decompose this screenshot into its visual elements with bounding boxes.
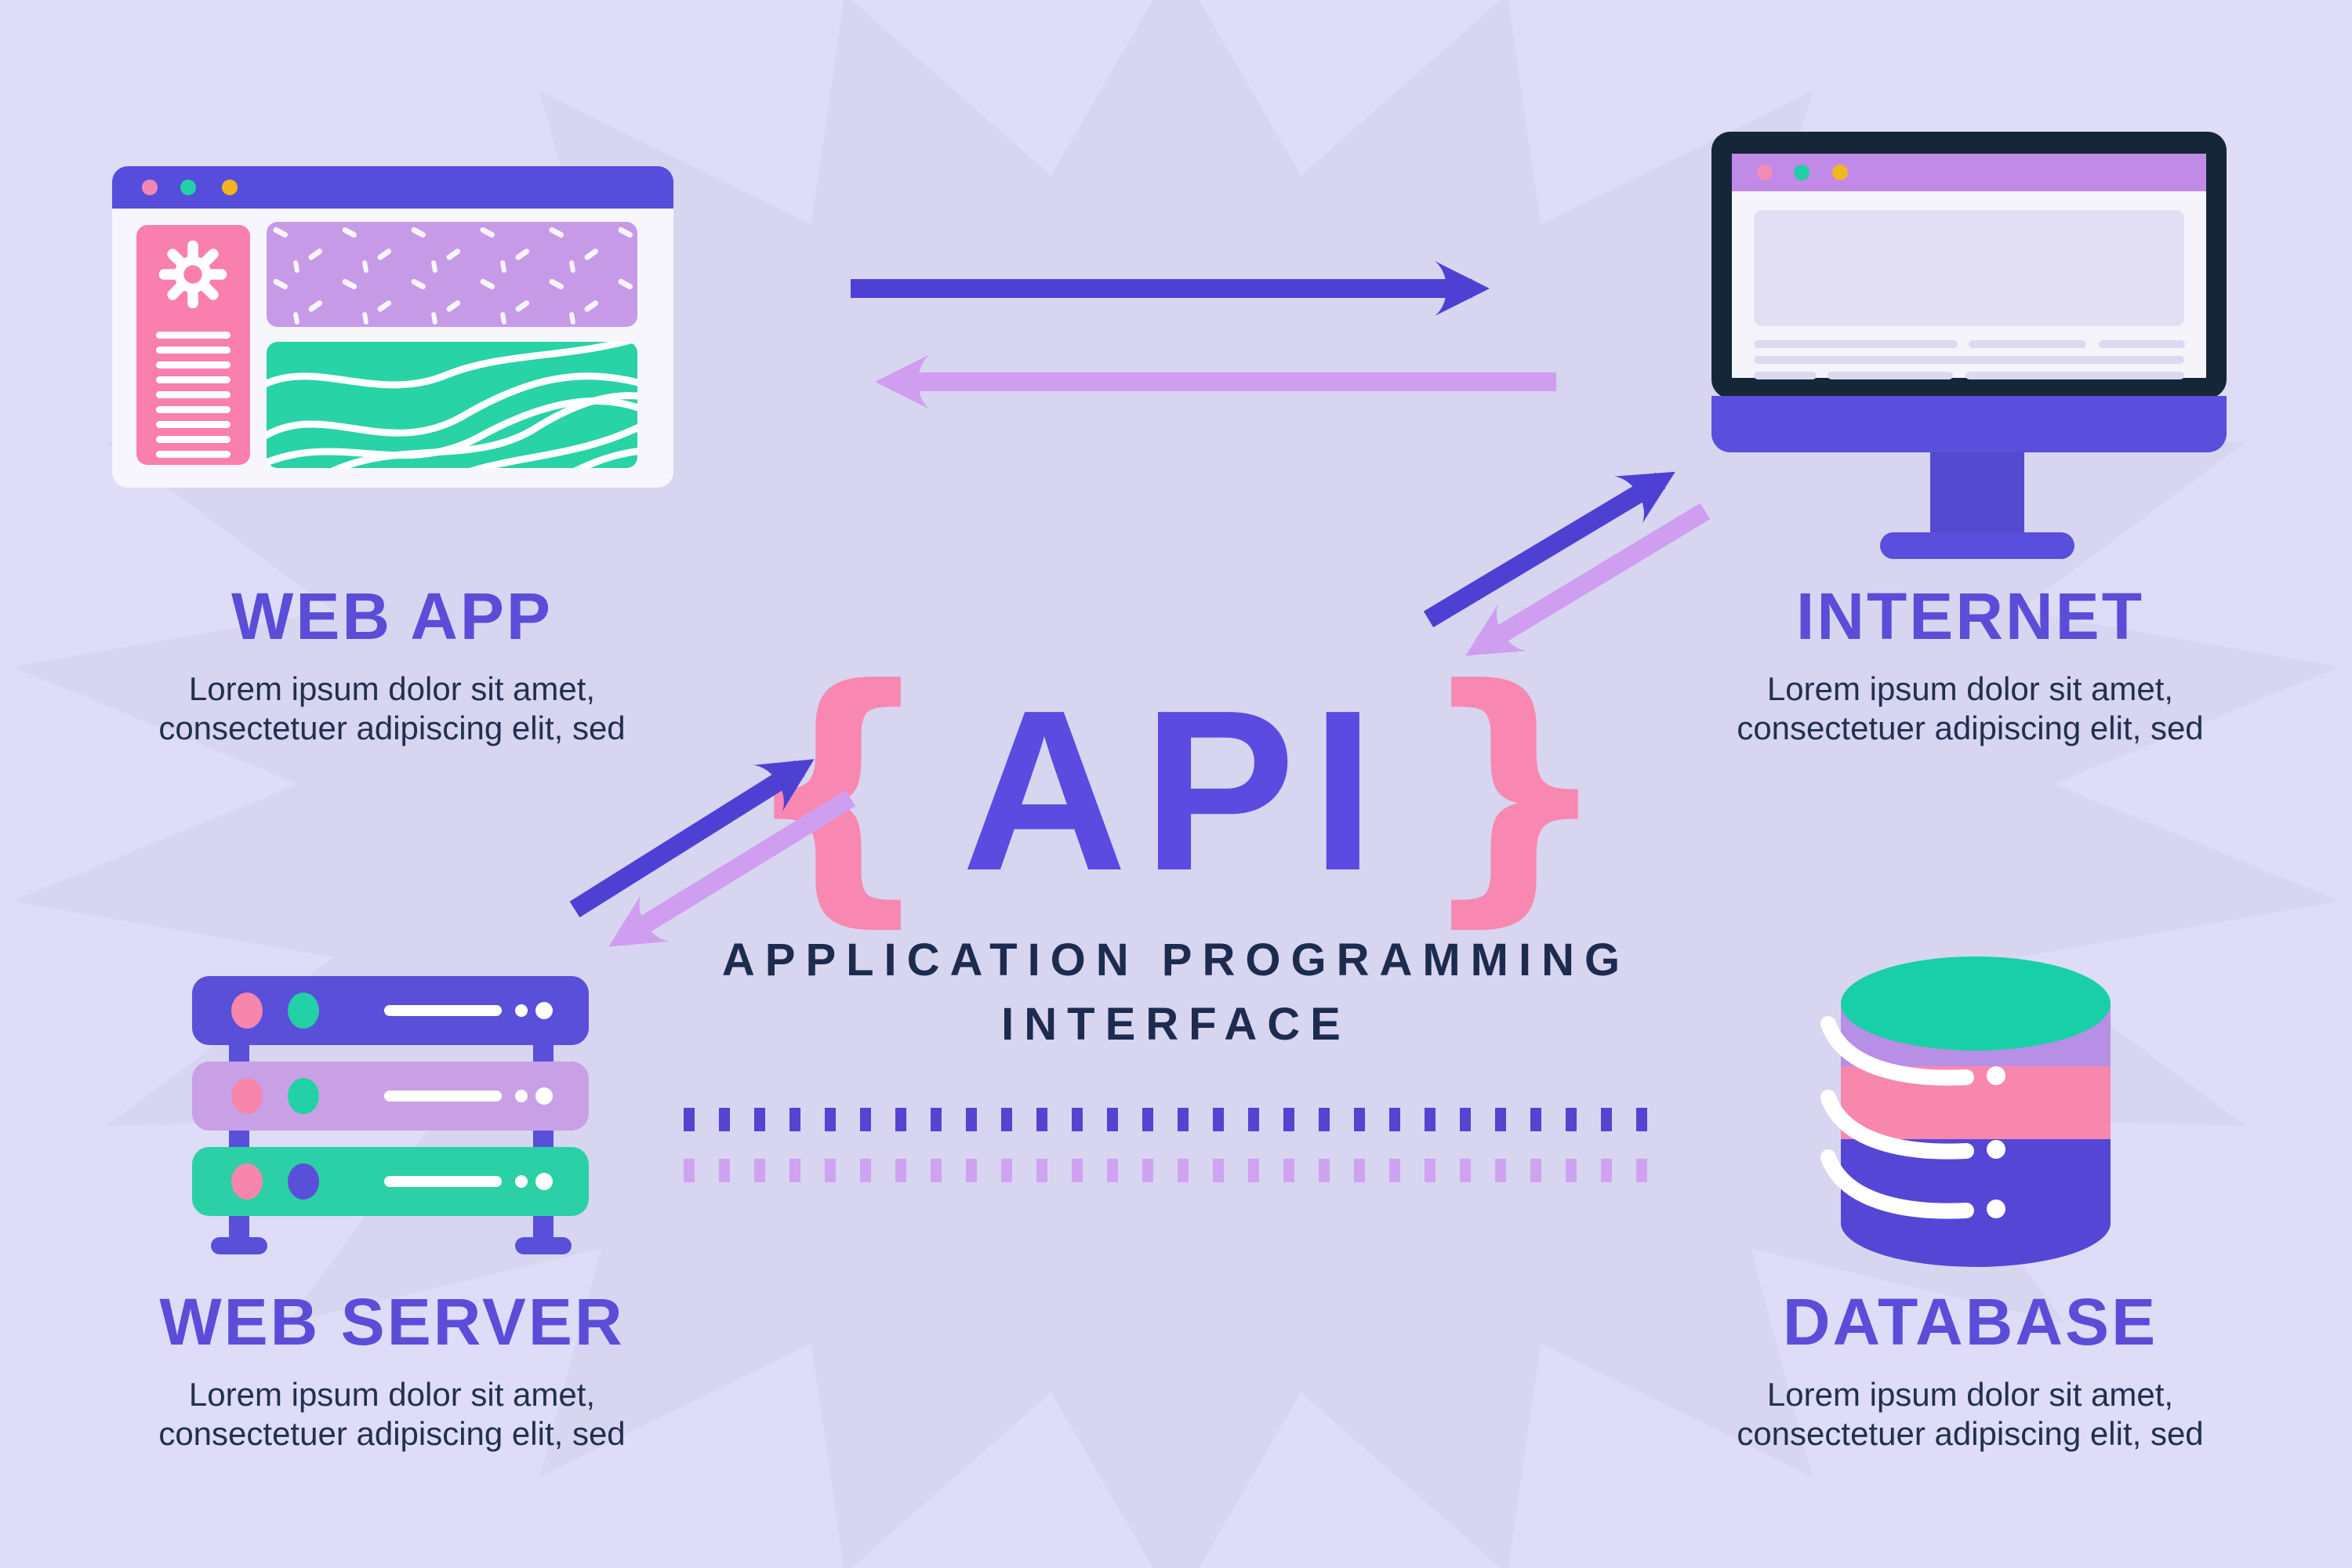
web-app-caption-line1: Lorem ipsum dolor sit amet,: [188, 670, 596, 708]
arrow-internet-to-api: [1465, 503, 1711, 656]
web-server-title: WEB SERVER: [159, 1285, 625, 1359]
monitor-text-line: [1969, 340, 2086, 348]
monitor-text-line: [1754, 340, 1958, 348]
web-server-caption-line1: Lorem ipsum dolor sit amet,: [188, 1376, 596, 1414]
api-title-group: { API }: [627, 649, 1725, 931]
rack-led-icon: [535, 1087, 553, 1105]
waves-panel: [267, 342, 637, 468]
monitor-screen: [1732, 154, 2206, 379]
arrow-api-to-internet: [1423, 471, 1675, 628]
rack-led-icon: [515, 1175, 528, 1188]
browser-titlebar: [112, 166, 673, 209]
monitor-text-line: [1754, 372, 1817, 379]
rack-led-icon: [535, 1002, 553, 1019]
web-app-label-block: WEB APP Lorem ipsum dolor sit amet, cons…: [110, 582, 674, 748]
api-subtitle-line2: INTERFACE: [1001, 999, 1351, 1050]
monitor-text-line: [1828, 372, 1953, 379]
web-app-illustration: [112, 166, 673, 488]
server-rack-unit-2: [192, 1062, 589, 1131]
api-subtitle-line1: APPLICATION PROGRAMMING: [721, 935, 1631, 985]
monitor-text-line: [2099, 340, 2185, 348]
monitor-titlebar: [1732, 154, 2206, 191]
database-title: DATABASE: [1782, 1285, 2158, 1359]
confetti-panel: [267, 222, 637, 327]
sidebar-line: [156, 406, 230, 413]
internet-caption: Lorem ipsum dolor sit amet, consectetuer…: [1693, 670, 2247, 748]
sidebar-line: [156, 421, 230, 428]
window-dot-pink-icon: [142, 180, 158, 195]
monitor-text-line: [1965, 372, 2184, 379]
rack-led-icon: [535, 1173, 553, 1190]
internet-label-block: INTERNET Lorem ipsum dolor sit amet, con…: [1693, 582, 2247, 748]
right-brace: }: [1417, 630, 1613, 950]
web-server-caption: Lorem ipsum dolor sit amet, consectetuer…: [110, 1375, 674, 1454]
rack-led-icon: [515, 1004, 528, 1017]
rack-dot-green-icon: [288, 1078, 319, 1114]
monitor-content-box: [1754, 210, 2184, 326]
web-app-title: WEB APP: [231, 579, 553, 653]
rack-dot-pink-icon: [231, 1078, 263, 1114]
arrow-api-to-webserver: [608, 789, 856, 947]
rack-dot-purple-icon: [288, 1163, 319, 1200]
rack-dot-pink-icon: [231, 1163, 263, 1200]
sidebar-line: [156, 361, 230, 368]
database-illustration: [1820, 956, 2111, 1267]
api-title: API: [961, 662, 1391, 918]
monitor-text-line: [1754, 356, 2184, 364]
monitor-stand-neck: [1930, 452, 2024, 537]
window-dot-green-icon: [1794, 165, 1809, 180]
rack-line: [384, 1005, 502, 1016]
sidebar-line: [156, 347, 230, 354]
gear-icon: [158, 239, 228, 310]
arrow-webserver-to-api: [569, 759, 815, 918]
internet-caption-line1: Lorem ipsum dolor sit amet,: [1766, 670, 2174, 708]
database-caption-line2: consectetuer adipiscing elit, sed: [1737, 1415, 2204, 1453]
web-server-label-block: WEB SERVER Lorem ipsum dolor sit amet, c…: [110, 1287, 674, 1454]
sidebar-line: [156, 376, 230, 383]
server-foot: [211, 1237, 267, 1254]
server-foot: [515, 1237, 572, 1254]
browser-sidebar: [136, 225, 250, 465]
rack-line: [384, 1176, 502, 1187]
internet-title: INTERNET: [1796, 579, 2144, 653]
web-app-caption: Lorem ipsum dolor sit amet, consectetuer…: [110, 670, 674, 748]
server-rack-unit-1: [192, 976, 589, 1045]
database-label-block: DATABASE Lorem ipsum dolor sit amet, con…: [1693, 1287, 2247, 1454]
rack-dot-green-icon: [288, 993, 319, 1029]
internet-monitor-illustration: [1711, 132, 2227, 398]
sidebar-line: [156, 436, 230, 443]
window-dot-green-icon: [180, 180, 196, 195]
internet-caption-line2: consectetuer adipiscing elit, sed: [1737, 710, 2204, 747]
rack-line: [384, 1091, 502, 1102]
web-server-caption-line2: consectetuer adipiscing elit, sed: [158, 1415, 626, 1453]
window-dot-yellow-icon: [222, 180, 238, 195]
window-dot-yellow-icon: [1832, 165, 1848, 180]
database-caption-line1: Lorem ipsum dolor sit amet,: [1766, 1376, 2174, 1414]
database-top-ellipse: [1841, 956, 2111, 1051]
database-stripes: [1820, 1016, 1974, 1219]
monitor-chin: [1711, 396, 2227, 452]
rack-led-icon: [515, 1090, 528, 1102]
web-app-caption-line2: consectetuer adipiscing elit, sed: [158, 710, 626, 747]
window-dot-pink-icon: [1757, 165, 1773, 180]
sidebar-line: [156, 451, 230, 458]
monitor-stand-base: [1880, 532, 2074, 559]
server-rack-unit-3: [192, 1147, 589, 1216]
database-caption: Lorem ipsum dolor sit amet, consectetuer…: [1693, 1375, 2247, 1454]
sidebar-line: [156, 332, 230, 339]
rack-dot-pink-icon: [231, 993, 263, 1029]
sidebar-line: [156, 391, 230, 398]
